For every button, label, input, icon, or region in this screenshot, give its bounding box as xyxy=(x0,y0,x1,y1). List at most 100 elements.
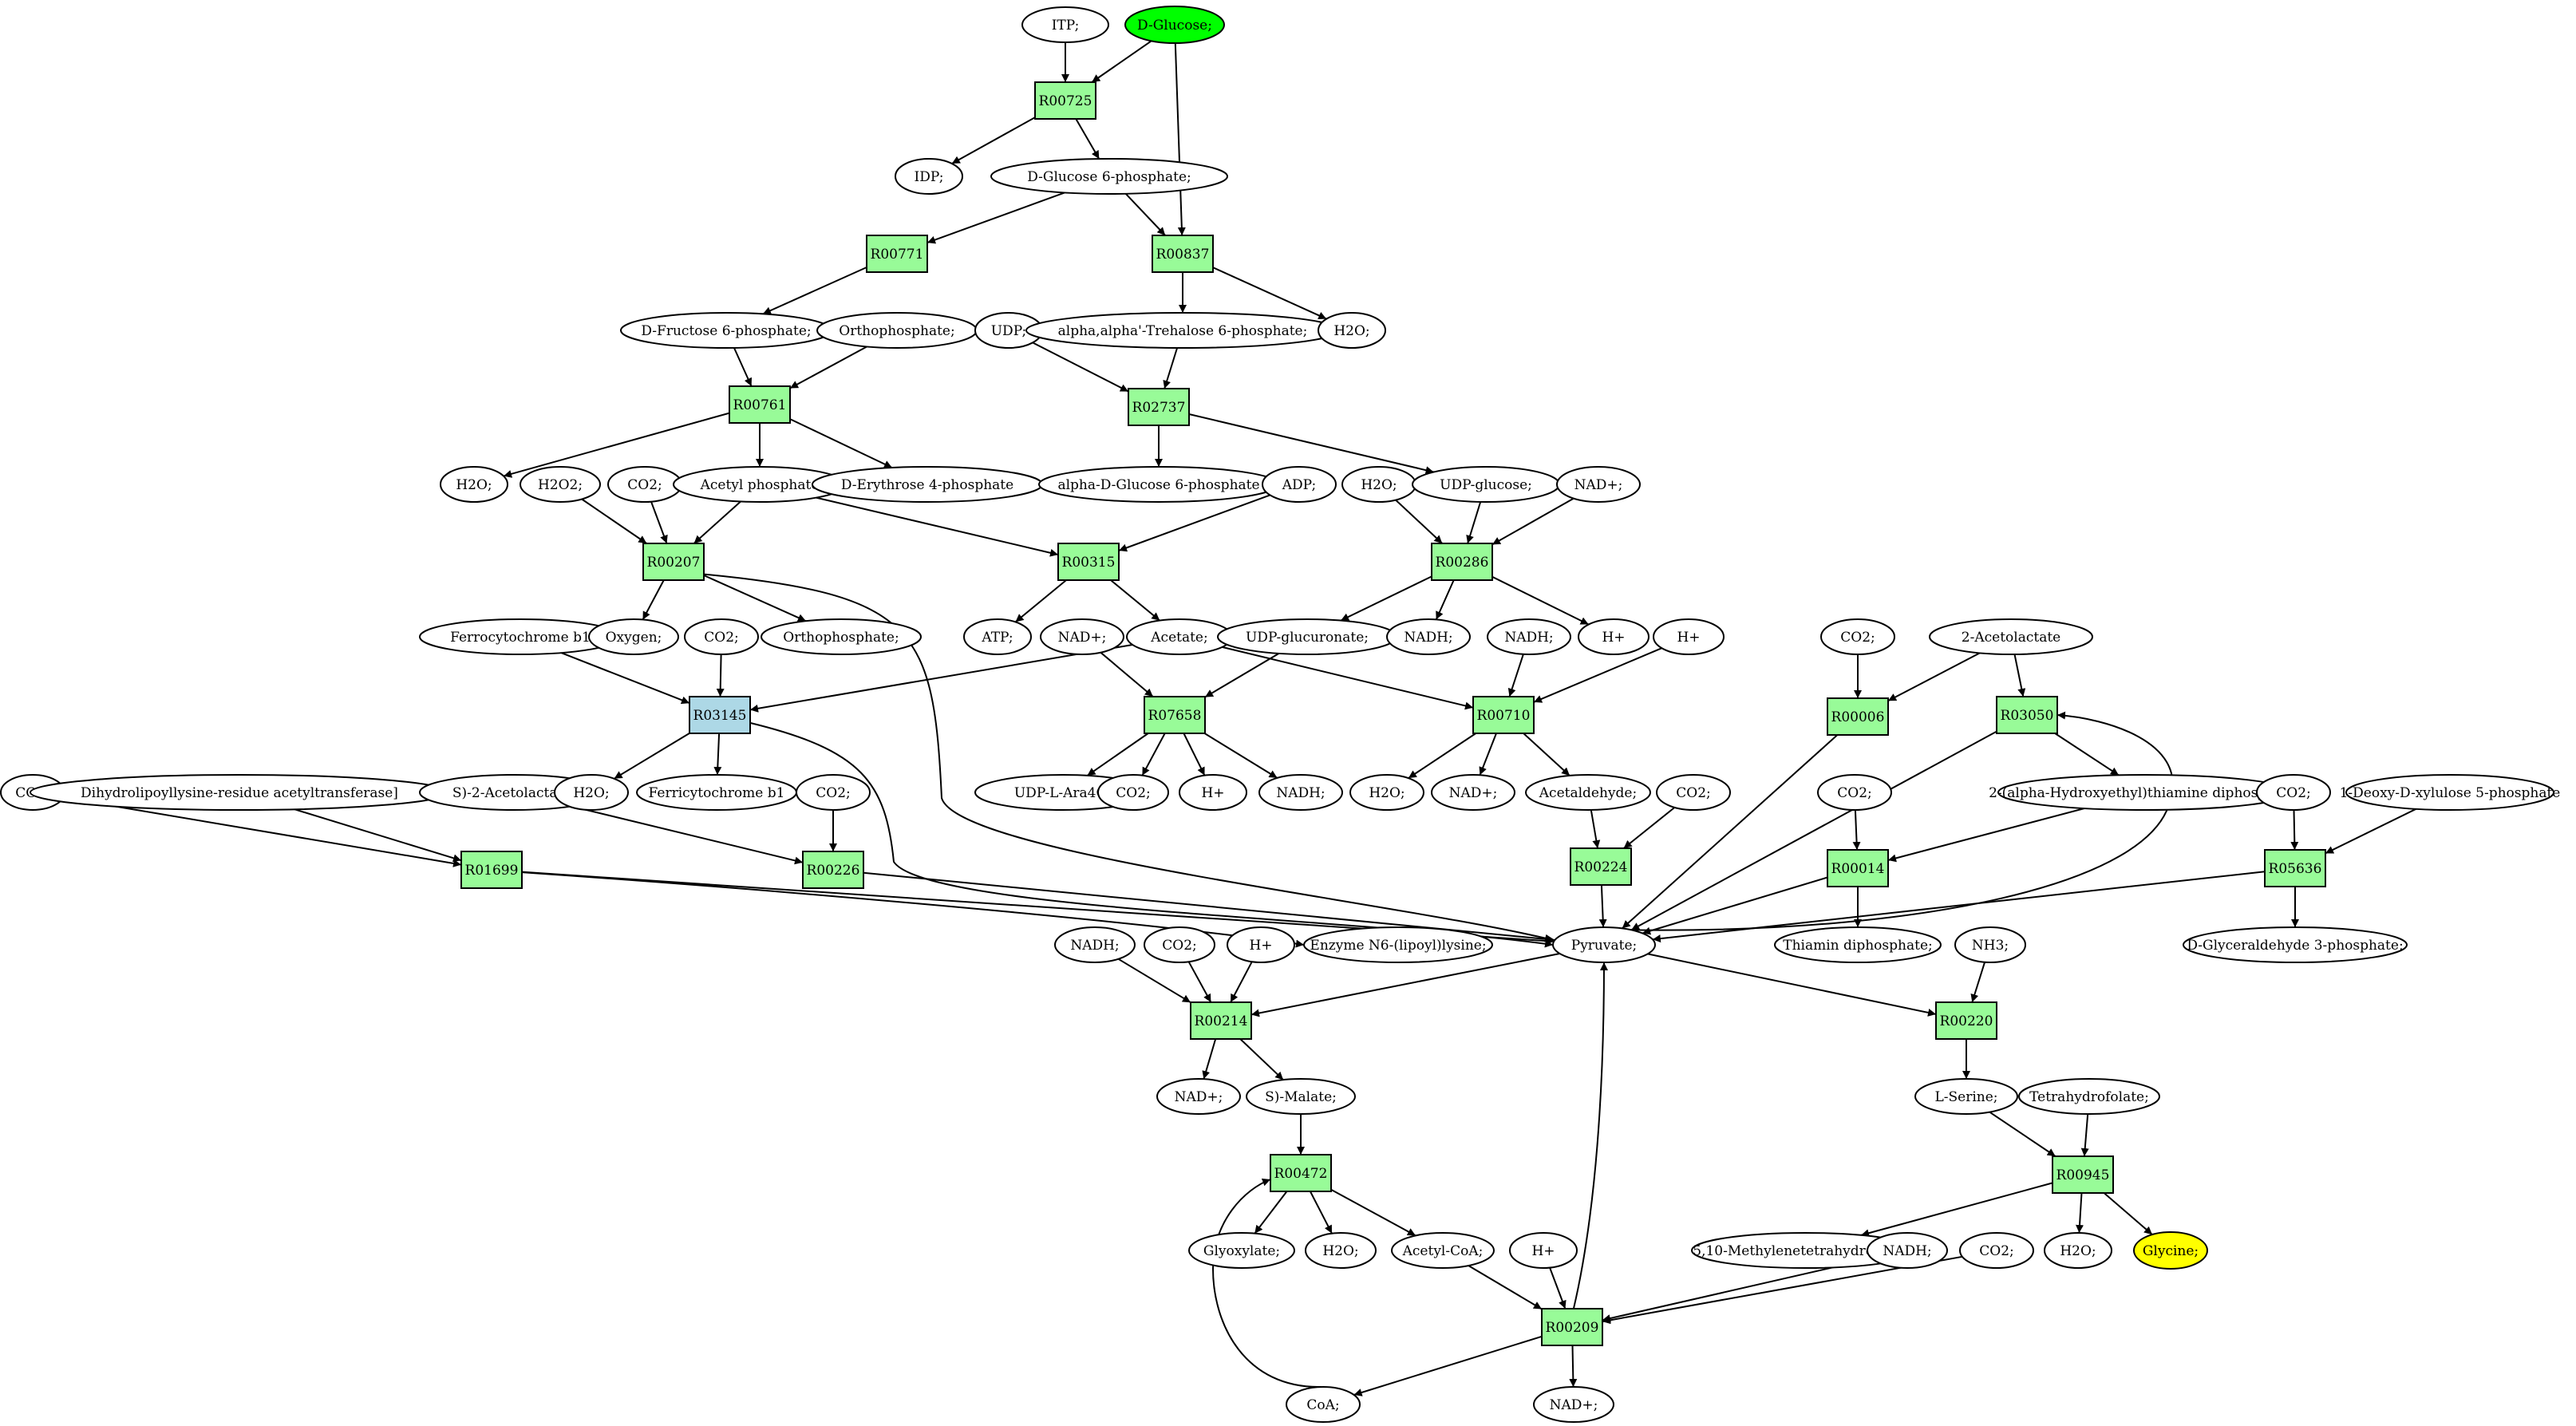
reaction-node-R00214[interactable]: R00214 xyxy=(1190,1001,1252,1040)
compound-node-co2_f[interactable]: CO2; xyxy=(1097,774,1169,811)
compound-node-pyr[interactable]: Pyruvate; xyxy=(1552,926,1656,963)
compound-node-dxp[interactable]: 1-Deoxy-D-xylulose 5-phosphate xyxy=(2340,774,2561,811)
compound-node-g6p[interactable]: D-Glucose 6-phosphate; xyxy=(990,158,1228,195)
compound-node-co2_a[interactable]: CO2; xyxy=(607,466,682,503)
compound-node-co2_g[interactable]: CO2; xyxy=(1656,774,1731,811)
reaction-node-R00771[interactable]: R00771 xyxy=(866,235,928,273)
compound-node-gly[interactable]: Glycine; xyxy=(2133,1231,2208,1270)
compound-node-ferri[interactable]: Ferricytochrome b1 xyxy=(636,774,797,811)
reaction-node-R00006[interactable]: R00006 xyxy=(1827,697,1889,736)
reaction-node-R00725[interactable]: R00725 xyxy=(1034,81,1096,120)
compound-node-co2_e[interactable]: CO2; xyxy=(796,774,871,811)
compound-node-udpgla[interactable]: UDP-glucuronate; xyxy=(1217,618,1397,655)
compound-node-co2_c[interactable]: CO2; xyxy=(1820,618,1895,655)
compound-node-atp[interactable]: ATP; xyxy=(963,618,1032,655)
compound-node-enz[interactable]: Enzyme N6-(lipoyl)lysine; xyxy=(1303,926,1493,963)
compound-node-thf[interactable]: Tetrahydrofolate; xyxy=(2018,1078,2160,1115)
reaction-node-R00761[interactable]: R00761 xyxy=(729,385,791,424)
compound-node-mthf[interactable]: 5,10-Methylenetetrahydrofolate; xyxy=(1691,1232,1919,1269)
compound-node-ag1p[interactable]: alpha-D-Glucose 6-phosphate xyxy=(1038,466,1279,503)
reaction-node-R01699[interactable]: R01699 xyxy=(460,851,523,889)
compound-node-acp[interactable]: Acetyl phosphate xyxy=(673,466,847,503)
compound-node-co2_h[interactable]: CO2; xyxy=(1817,774,1892,811)
compound-node-h2o_a[interactable]: H2O; xyxy=(1318,312,1386,349)
compound-node-acl[interactable]: 2-Acetolactate xyxy=(1929,618,2093,655)
compound-node-gap[interactable]: D-Glyceraldehyde 3-phosphate; xyxy=(2183,926,2408,963)
compound-node-itp1[interactable]: ITP; xyxy=(1021,6,1109,43)
compound-node-tre6p[interactable]: alpha,alpha'-Trehalose 6-phosphate; xyxy=(1025,312,1340,349)
compound-node-nadp_c[interactable]: NAD+; xyxy=(1431,774,1515,811)
reaction-node-R00837[interactable]: R00837 xyxy=(1152,235,1214,273)
reaction-node-R00224[interactable]: R00224 xyxy=(1570,847,1632,886)
compound-node-co2_i[interactable]: CO2; xyxy=(2256,774,2331,811)
reaction-node-R03145[interactable]: R03145 xyxy=(689,696,751,734)
compound-node-smal[interactable]: S)-Malate; xyxy=(1246,1078,1356,1115)
reaction-node-R03050[interactable]: R03050 xyxy=(1996,696,2058,734)
compound-node-ferro[interactable]: Ferrocytochrome b1 xyxy=(419,618,622,655)
edge-h2o2-to-R00207 xyxy=(581,498,647,544)
compound-node-h2o_d[interactable]: H2O; xyxy=(554,774,629,811)
compound-node-nadh_e[interactable]: NADH; xyxy=(1867,1232,1948,1269)
compound-ellipse xyxy=(1820,618,1895,655)
compound-node-h2o_b[interactable]: H2O; xyxy=(440,466,508,503)
compound-node-co2_j[interactable]: CO2; xyxy=(1144,926,1215,963)
compound-node-h2o_g[interactable]: H2O; xyxy=(2044,1232,2112,1269)
compound-node-nadp_e[interactable]: NAD+; xyxy=(1533,1386,1614,1423)
compound-node-nadp_d[interactable]: NAD+; xyxy=(1156,1078,1241,1115)
reaction-node-R00209[interactable]: R00209 xyxy=(1541,1308,1603,1346)
reaction-node-R00710[interactable]: R00710 xyxy=(1472,696,1535,734)
compound-node-orth2[interactable]: Orthophosphate; xyxy=(761,618,922,655)
compound-node-nadh_c[interactable]: NADH; xyxy=(1258,774,1343,811)
compound-node-nadh_b[interactable]: NADH; xyxy=(1487,618,1571,655)
compound-node-hp_e[interactable]: H+ xyxy=(1509,1232,1578,1269)
compound-node-hp_d[interactable]: H+ xyxy=(1227,926,1295,963)
compound-node-h2o2[interactable]: H2O2; xyxy=(520,466,601,503)
compound-node-e4p[interactable]: D-Erythrose 4-phosphate xyxy=(812,466,1043,503)
compound-node-f6p[interactable]: D-Fructose 6-phosphate; xyxy=(620,312,832,349)
compound-node-nadh_d[interactable]: NADH; xyxy=(1054,926,1136,963)
node-label: R00710 xyxy=(1477,708,1531,724)
reaction-node-R05636[interactable]: R05636 xyxy=(2264,849,2326,887)
compound-node-hp_c[interactable]: H+ xyxy=(1179,774,1247,811)
compound-node-orth1[interactable]: Orthophosphate; xyxy=(816,312,978,349)
reaction-node-R00945[interactable]: R00945 xyxy=(2052,1155,2114,1194)
node-label: Pyruvate; xyxy=(1571,938,1637,954)
compound-node-h2o_c[interactable]: H2O; xyxy=(1341,466,1416,503)
compound-node-coa[interactable]: CoA; xyxy=(1286,1386,1361,1423)
reaction-node-R00220[interactable]: R00220 xyxy=(1935,1001,1997,1040)
compound-node-thdp[interactable]: Thiamin diphosphate; xyxy=(1774,926,1942,963)
edge-R00761-to-h2o_b xyxy=(503,412,730,478)
compound-node-hetdp[interactable]: 2-(alpha-Hydroxyethyl)thiamine diphospha… xyxy=(1989,774,2301,811)
compound-node-nadp_a[interactable]: NAD+; xyxy=(1556,466,1641,503)
reaction-node-R00472[interactable]: R00472 xyxy=(1270,1154,1332,1192)
compound-node-acet[interactable]: Acetate; xyxy=(1126,618,1233,655)
compound-node-adp[interactable]: ADP; xyxy=(1262,466,1337,503)
reaction-node-R00286[interactable]: R00286 xyxy=(1431,543,1493,581)
compound-node-dglc[interactable]: D-Glucose; xyxy=(1124,6,1225,44)
compound-node-co2_b[interactable]: CO2; xyxy=(684,618,759,655)
compound-node-hp_a[interactable]: H+ xyxy=(1578,618,1650,655)
reaction-node-R00226[interactable]: R00226 xyxy=(802,851,864,889)
reaction-node-R00014[interactable]: R00014 xyxy=(1827,849,1889,887)
compound-node-h2o_e[interactable]: H2O; xyxy=(1349,774,1424,811)
compound-node-udp[interactable]: UDP; xyxy=(974,312,1043,349)
compound-node-acoa[interactable]: Acetyl-CoA; xyxy=(1391,1232,1495,1269)
compound-node-dihydro[interactable]: Dihydrolipoyllysine-residue acetyltransf… xyxy=(30,774,449,811)
compound-node-lser[interactable]: L-Serine; xyxy=(1914,1078,2018,1115)
reaction-node-R00315[interactable]: R00315 xyxy=(1057,543,1120,581)
compound-node-nh3[interactable]: NH3; xyxy=(1954,926,2026,963)
compound-node-acald[interactable]: Acetaldehyde; xyxy=(1525,774,1651,811)
compound-node-h2o_f[interactable]: H2O; xyxy=(1305,1232,1377,1269)
edge-R00945-to-mthf xyxy=(1860,1182,2053,1238)
compound-node-co2_k[interactable]: CO2; xyxy=(1959,1232,2034,1269)
compound-node-nadp_b[interactable]: NAD+; xyxy=(1040,618,1124,655)
reaction-node-R07658[interactable]: R07658 xyxy=(1144,696,1206,734)
compound-node-glyox[interactable]: Glyoxylate; xyxy=(1188,1232,1295,1269)
reaction-node-R00207[interactable]: R00207 xyxy=(642,543,705,581)
compound-node-idp[interactable]: IDP; xyxy=(895,158,963,195)
reaction-node-R02737[interactable]: R02737 xyxy=(1128,388,1190,426)
compound-node-udpglc[interactable]: UDP-glucose; xyxy=(1412,466,1560,503)
compound-node-hp_b[interactable]: H+ xyxy=(1653,618,1725,655)
compound-node-oxy[interactable]: Oxygen; xyxy=(588,618,679,655)
compound-node-nadh_a[interactable]: NADH; xyxy=(1386,618,1471,655)
